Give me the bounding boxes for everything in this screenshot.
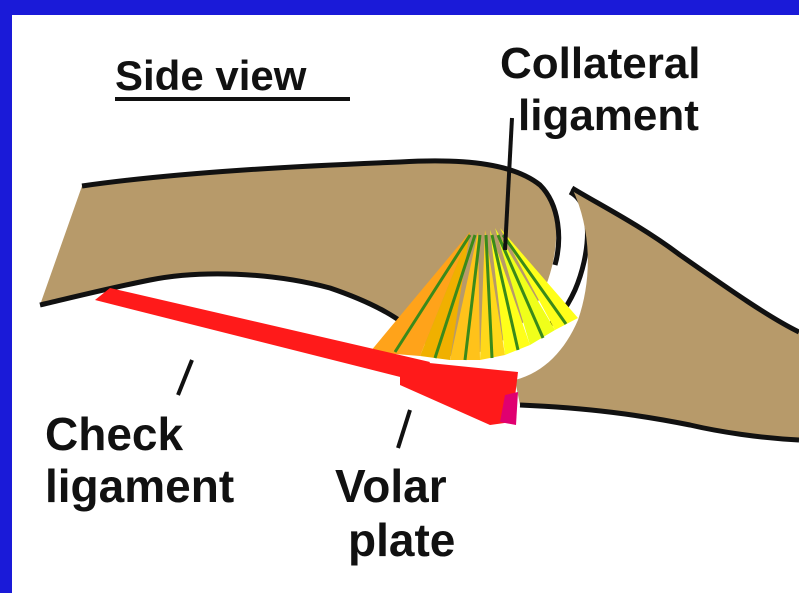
check-pointer-line	[178, 360, 192, 395]
volar-plate	[400, 360, 518, 425]
collateral-label-line2: ligament	[518, 91, 699, 140]
volar-label-line1: Volar	[335, 460, 447, 512]
check-label-line1: Check	[45, 408, 183, 460]
diagram-heading: Side view	[115, 52, 307, 99]
collateral-label-line1: Collateral	[500, 39, 701, 88]
check-label-line2: ligament	[45, 460, 234, 512]
volar-pointer-line	[398, 410, 410, 448]
volar-label-line2: plate	[348, 514, 455, 566]
